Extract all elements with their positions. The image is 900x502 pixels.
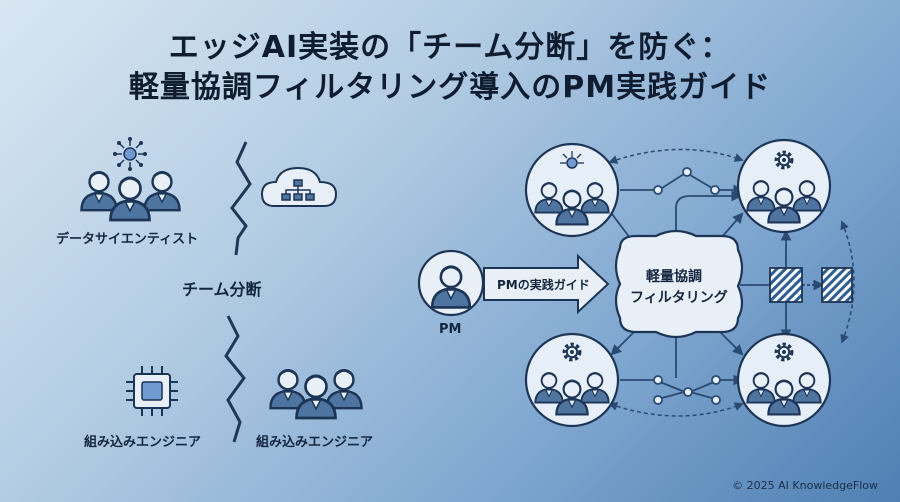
bottom-network-connector: [620, 374, 745, 399]
network-icon: [113, 137, 147, 171]
team-node-bottom-right: [736, 332, 832, 428]
collaborative-filtering-hub: [614, 229, 744, 339]
embedded-engineer-group-icon: [269, 369, 363, 420]
embedded-engineer-label-1: 組み込みエンジニア: [84, 435, 202, 450]
data-scientist-label: データサイエンティスト: [56, 232, 199, 247]
pm-avatar-icon: [417, 249, 485, 317]
network-node-icon: [560, 151, 584, 169]
hatched-block-1: [769, 267, 803, 303]
hub-label-line2: フィルタリング: [630, 290, 728, 306]
team-split-label: チーム分断: [182, 280, 262, 299]
copyright-text: © 2025 AI KnowledgeFlow: [732, 479, 878, 492]
pm-guide-label: PMの実践ガイド: [497, 278, 590, 292]
gear-icon: [562, 342, 582, 362]
data-scientist-group-icon: [80, 137, 181, 222]
hub-label-line1: 軽量協調: [646, 269, 702, 285]
chip-icon: [126, 366, 178, 416]
title-line-1: エッジAI実装の「チーム分断」を防ぐ：: [168, 30, 732, 65]
embedded-engineer-label-2: 組み込みエンジニア: [256, 435, 374, 450]
top-dashed-arrow: [608, 148, 744, 164]
team-node-top-right: [736, 138, 832, 234]
pm-label: PM: [439, 322, 462, 337]
hub-to-top-right: [675, 190, 743, 238]
cloud-network-icon: [260, 166, 338, 207]
team-node-bottom-left: [524, 332, 620, 428]
bottom-dashed-arrow: [608, 402, 744, 417]
title-line-2: 軽量協調フィルタリング導入のPM実践ガイド: [128, 70, 772, 105]
right-dashed-arrow: [840, 220, 855, 344]
pm-guide-arrow: [483, 253, 610, 315]
team-node-top-left: [524, 142, 620, 238]
split-crack-line: [230, 141, 252, 256]
gear-icon: [774, 342, 794, 362]
top-network-connector: [620, 173, 745, 196]
split-crack-line-lower: [224, 315, 246, 443]
hatched-block-2: [821, 267, 853, 303]
gear-icon: [774, 150, 794, 170]
